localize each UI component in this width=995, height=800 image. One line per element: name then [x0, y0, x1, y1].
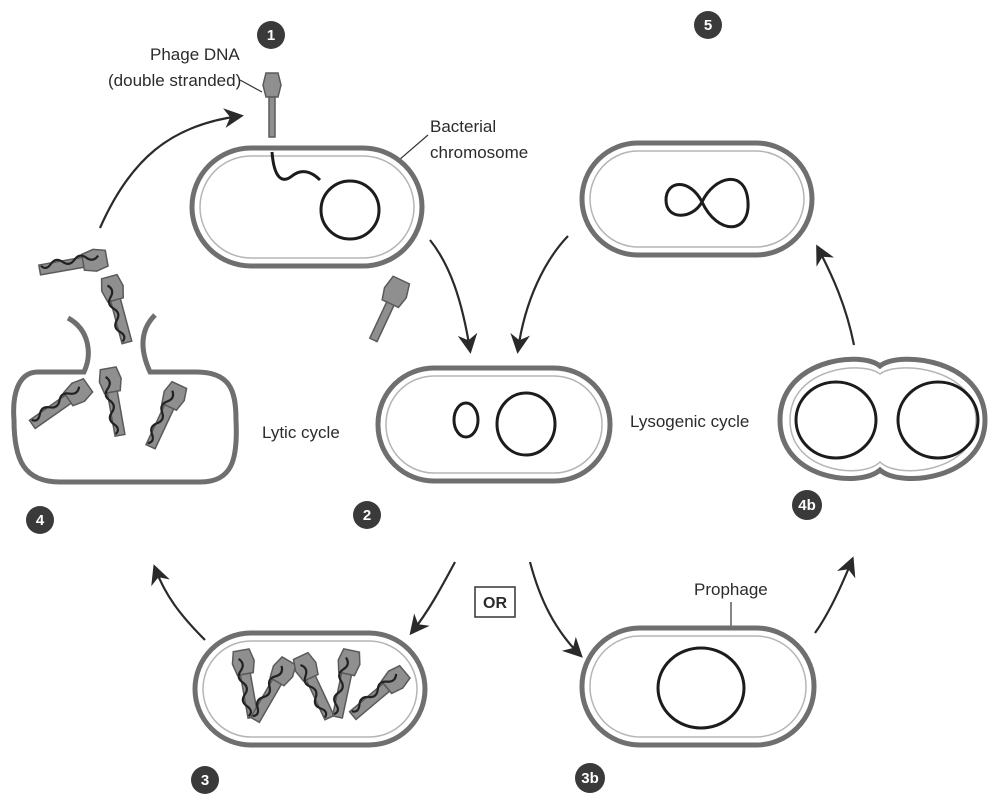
svg-text:2: 2: [363, 507, 371, 524]
arrow-1-to-2: [430, 240, 470, 350]
free-phage-icon: [363, 275, 413, 345]
step-badge-4b: 4b: [792, 490, 822, 520]
phage-dna-label: Phage DNA: [150, 45, 240, 64]
cell-step-4: [14, 274, 237, 482]
free-phage-icon: [38, 247, 109, 280]
arrow-5-to-2: [518, 236, 568, 350]
svg-text:3: 3: [201, 772, 209, 789]
svg-text:OR: OR: [483, 595, 507, 612]
step-badge-4: 4: [26, 506, 54, 534]
lytic-cycle-label: Lytic cycle: [262, 423, 340, 442]
cell-step-4b: [780, 359, 985, 478]
arrow-2-to-3: [412, 562, 455, 632]
step-badge-1: 1: [257, 21, 285, 49]
svg-text:4b: 4b: [798, 497, 816, 514]
phage-dna-leader: [240, 80, 262, 92]
step-badge-2: 2: [353, 501, 381, 529]
cell-step-3b: [582, 628, 814, 745]
svg-text:3b: 3b: [581, 770, 599, 787]
cell-step-3: [195, 633, 425, 745]
arrow-4b-to-5: [818, 248, 854, 345]
step-badge-3: 3: [191, 766, 219, 794]
arrow-3b-to-4b: [815, 560, 852, 633]
step-badge-5: 5: [694, 11, 722, 39]
attached-phage-icon: [263, 73, 281, 137]
cell-step-1: [192, 73, 422, 266]
phage-dna-label-sub: (double stranded): [108, 71, 241, 90]
arrow-2-to-3b: [530, 562, 580, 655]
step-badge-3b: 3b: [575, 763, 605, 793]
cell-step-2: [378, 368, 610, 481]
or-box: OR: [475, 587, 515, 617]
lysogenic-cycle-label: Lysogenic cycle: [630, 412, 749, 431]
prophage-label: Prophage: [694, 580, 768, 599]
bacterial-chromosome-label: Bacterial: [430, 117, 496, 136]
svg-text:4: 4: [36, 512, 45, 529]
arrow-3-to-4: [155, 568, 205, 640]
cell-step-5: [582, 143, 812, 255]
svg-text:5: 5: [704, 17, 712, 34]
bacterial-chromosome-label-sub: chromosome: [430, 143, 528, 162]
svg-text:1: 1: [267, 27, 275, 44]
